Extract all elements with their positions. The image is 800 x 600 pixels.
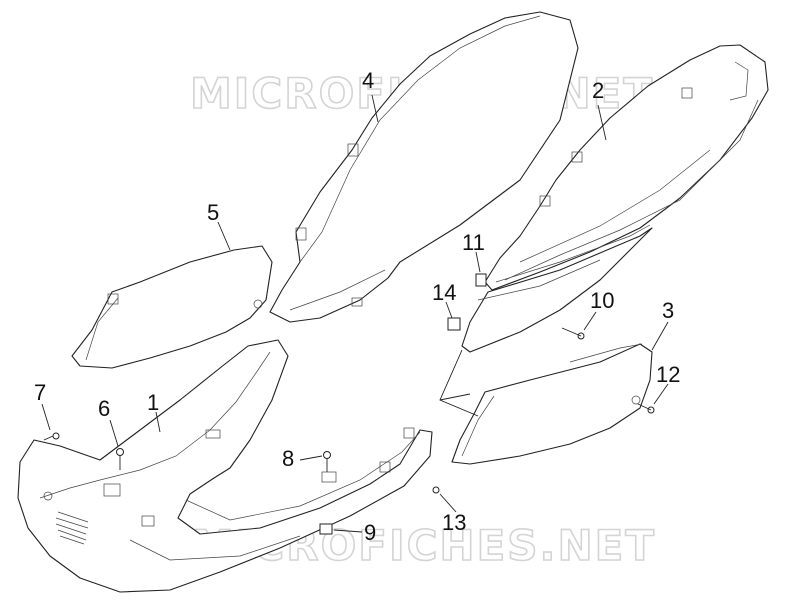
part-3-side-cover[interactable] bbox=[451, 343, 653, 465]
part-14-clip[interactable] bbox=[447, 317, 461, 331]
part-13-screw[interactable] bbox=[432, 486, 440, 494]
part-2-lower-trim[interactable] bbox=[461, 227, 653, 353]
part-11-clip[interactable] bbox=[475, 273, 487, 287]
part-9-nut[interactable] bbox=[319, 523, 333, 535]
callout-13: 13 bbox=[442, 510, 466, 535]
callout-8: 8 bbox=[282, 446, 294, 471]
part-10-screw[interactable] bbox=[561, 327, 585, 340]
part-8-screw[interactable] bbox=[323, 451, 331, 473]
callout-11: 11 bbox=[462, 230, 485, 255]
callout-6: 6 bbox=[98, 396, 110, 421]
callout-2: 2 bbox=[592, 78, 604, 103]
callout-7: 7 bbox=[34, 380, 46, 405]
vent-grille bbox=[55, 511, 89, 545]
part-1-floor-panel[interactable] bbox=[17, 339, 433, 593]
callout-14: 14 bbox=[432, 280, 456, 305]
callout-9: 9 bbox=[364, 520, 376, 545]
part-6-screw[interactable] bbox=[116, 448, 124, 471]
callout-4: 4 bbox=[362, 68, 374, 93]
callout-12: 12 bbox=[656, 362, 680, 387]
part-7-screw[interactable] bbox=[43, 432, 60, 441]
callout-5: 5 bbox=[207, 200, 219, 225]
callout-1: 1 bbox=[147, 390, 159, 415]
part-12-screw[interactable] bbox=[637, 403, 655, 414]
part-4-side-panel[interactable] bbox=[269, 11, 579, 323]
part-5-side-cover[interactable] bbox=[71, 245, 273, 369]
callout-3: 3 bbox=[662, 298, 674, 323]
leader-lines bbox=[41, 94, 669, 533]
callout-10: 10 bbox=[590, 288, 614, 313]
